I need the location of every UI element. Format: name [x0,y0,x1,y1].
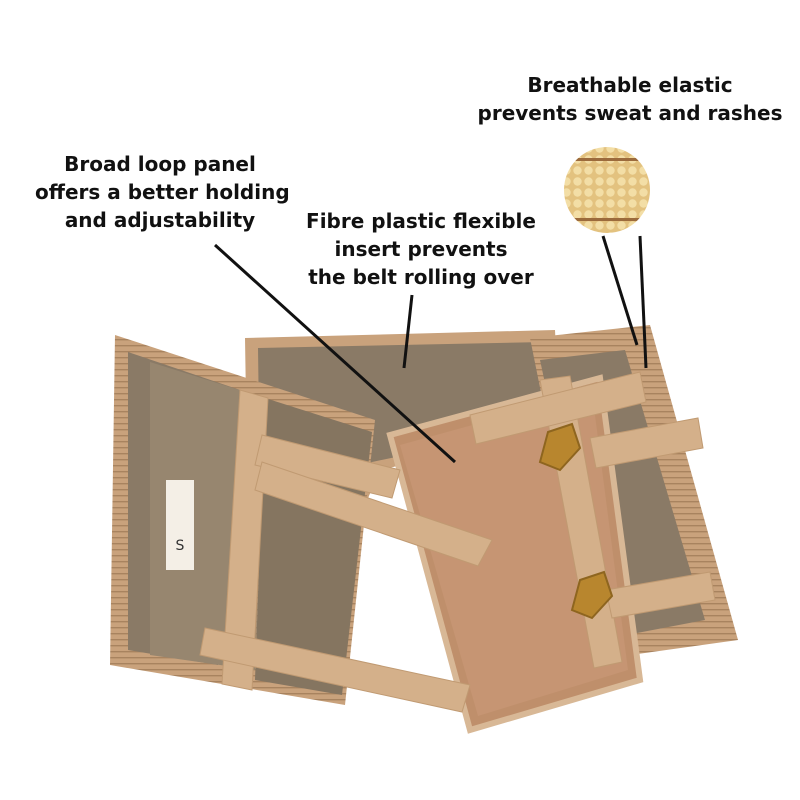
breathable-elastic-callout: Breathable elastic prevents sweat and ra… [470,71,790,127]
fibre-insert-callout-line: insert prevents [334,237,508,261]
leader-line-insert [402,294,414,369]
loop-panel-callout-line: offers a better holding [35,180,290,204]
leader-line-elastic-2 [638,235,648,369]
adjustment-straps [199,371,716,713]
size-tag [166,480,194,570]
fibre-insert-callout-line: Fibre plastic flexible [306,209,536,233]
upper-buckle [538,422,582,472]
leader-line-loop-panel [213,243,457,464]
breathable-elastic-callout-line: Breathable elastic [527,73,733,97]
strap-buckles [538,422,614,620]
elastic-closeup [562,145,652,235]
lower-buckle [570,570,614,620]
fibre-insert-callout-line: the belt rolling over [308,265,534,289]
callout-leader-lines [213,235,648,464]
breathable-elastic-callout-line: prevents sweat and rashes [477,101,783,125]
fibre-insert-callout: Fibre plastic flexible insert prevents t… [292,207,550,291]
loop-panel-callout-line: and adjustability [64,208,256,232]
loop-panel-callout-line: Broad loop panel [64,152,256,176]
size-tag-label: S [176,538,185,554]
loop-panel-callout: Broad loop panel offers a better holding… [35,150,290,234]
leader-line-elastic-1 [601,235,639,346]
